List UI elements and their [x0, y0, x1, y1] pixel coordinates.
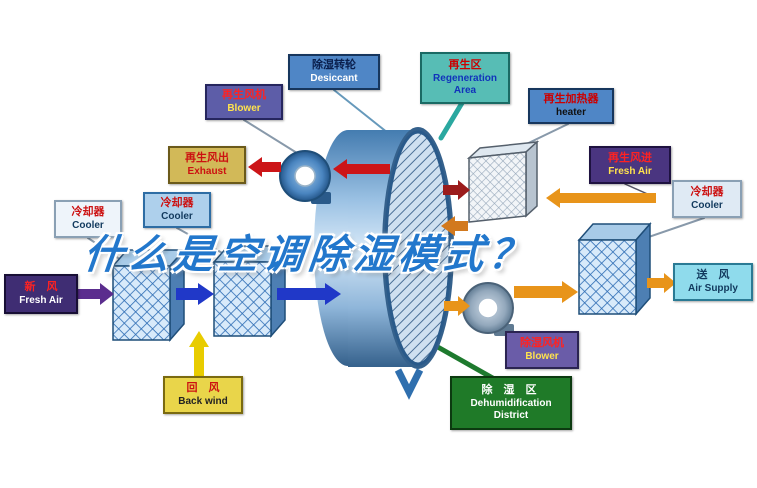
label-air-supply-zh: 送 风 — [696, 269, 730, 282]
label-exhaust-en: Exhaust — [187, 165, 227, 177]
connector-lines — [87, 89, 705, 388]
arrow-heater-to-wheel — [441, 216, 468, 236]
regen-heater-exchanger — [466, 140, 540, 223]
label-regen-heater-en: heater — [555, 106, 586, 118]
label-exhaust-zh: 再生风出 — [185, 152, 229, 165]
dehumid-blower-fan — [462, 282, 514, 336]
label-cooler-right-en: Cooler — [691, 199, 723, 211]
arrow-to-air-supply — [647, 273, 676, 293]
label-cooler-left-outer: 冷却器 Cooler — [54, 200, 122, 238]
label-cooler-left-outer-zh: 冷却器 — [71, 206, 105, 219]
arrow-regen-fan-to-exhaust — [248, 157, 281, 177]
label-regen-heater: 再生加热器 heater — [528, 88, 614, 124]
arrow-hot-air-right — [443, 180, 470, 200]
page-title: 什么是空调除湿模式？ — [81, 233, 536, 277]
label-air-supply-en: Air Supply — [687, 282, 738, 294]
label-regen-blower-zh: 再生风机 — [222, 89, 266, 102]
label-fresh-air-in-zh: 新 风 — [24, 281, 58, 294]
label-regen-fresh-air: 再生风进 Fresh Air — [589, 146, 671, 184]
label-regeneration-area-zh: 再生区 — [448, 59, 482, 72]
label-regen-fresh-air-zh: 再生风进 — [608, 152, 652, 165]
label-cooler-left-outer-en: Cooler — [72, 219, 104, 231]
wheel-bracket — [394, 368, 424, 400]
label-dehumid-blower-en: Blower — [525, 350, 559, 362]
label-dehumid-blower: 除湿风机 Blower — [505, 331, 579, 369]
label-regeneration-area: 再生区 Regeneration Area — [420, 52, 510, 104]
label-exhaust: 再生风出 Exhaust — [168, 146, 246, 184]
label-dehumid-blower-zh: 除湿风机 — [520, 337, 564, 350]
arrow-fan-to-cooler — [514, 281, 578, 303]
label-cooler-right: 冷却器 Cooler — [672, 180, 742, 218]
label-cooler-left-inner: 冷却器 Cooler — [143, 192, 211, 228]
airflow-arrows — [78, 157, 676, 378]
label-dehumid-district-en: Dehumidification District — [470, 397, 552, 421]
label-fresh-air-in-en: Fresh Air — [19, 294, 63, 306]
label-desiccant: 除湿转轮 Desiccant — [288, 54, 380, 90]
label-back-wind: 回 风 Back wind — [163, 376, 243, 414]
label-cooler-right-zh: 冷却器 — [690, 186, 724, 199]
label-regen-blower-en: Blower — [227, 102, 261, 114]
regen-blower-fan — [279, 150, 331, 204]
label-cooler-left-inner-zh: 冷却器 — [160, 197, 194, 210]
label-dehumid-district-zh: 除 湿 区 — [481, 384, 541, 397]
label-back-wind-zh: 回 风 — [186, 382, 220, 395]
label-regen-blower: 再生风机 Blower — [205, 84, 283, 120]
label-regen-fresh-air-en: Fresh Air — [608, 165, 652, 177]
label-cooler-left-inner-en: Cooler — [161, 210, 193, 222]
arrow-regen-fresh-air-left — [546, 188, 656, 208]
label-desiccant-en: Desiccant — [310, 72, 358, 84]
label-desiccant-zh: 除湿转轮 — [312, 59, 356, 72]
label-back-wind-en: Back wind — [178, 395, 228, 407]
label-air-supply: 送 风 Air Supply — [673, 263, 753, 301]
arrow-into-wheel — [277, 283, 341, 305]
label-fresh-air-in: 新 风 Fresh Air — [4, 274, 78, 314]
arrow-fresh-air-in — [78, 283, 114, 305]
arrow-wheel-to-fan — [444, 296, 470, 316]
label-regen-heater-zh: 再生加热器 — [543, 93, 599, 106]
desiccant-wheel — [314, 127, 454, 400]
label-dehumid-district: 除 湿 区 Dehumidification District — [450, 376, 572, 430]
cooler-box-right — [578, 223, 651, 315]
arrow-between-coolers — [176, 283, 214, 305]
label-regeneration-area-en: Regeneration Area — [433, 72, 497, 96]
arrow-regen-wheel-to-fan — [333, 159, 390, 179]
arrow-return-air-up — [189, 331, 209, 378]
